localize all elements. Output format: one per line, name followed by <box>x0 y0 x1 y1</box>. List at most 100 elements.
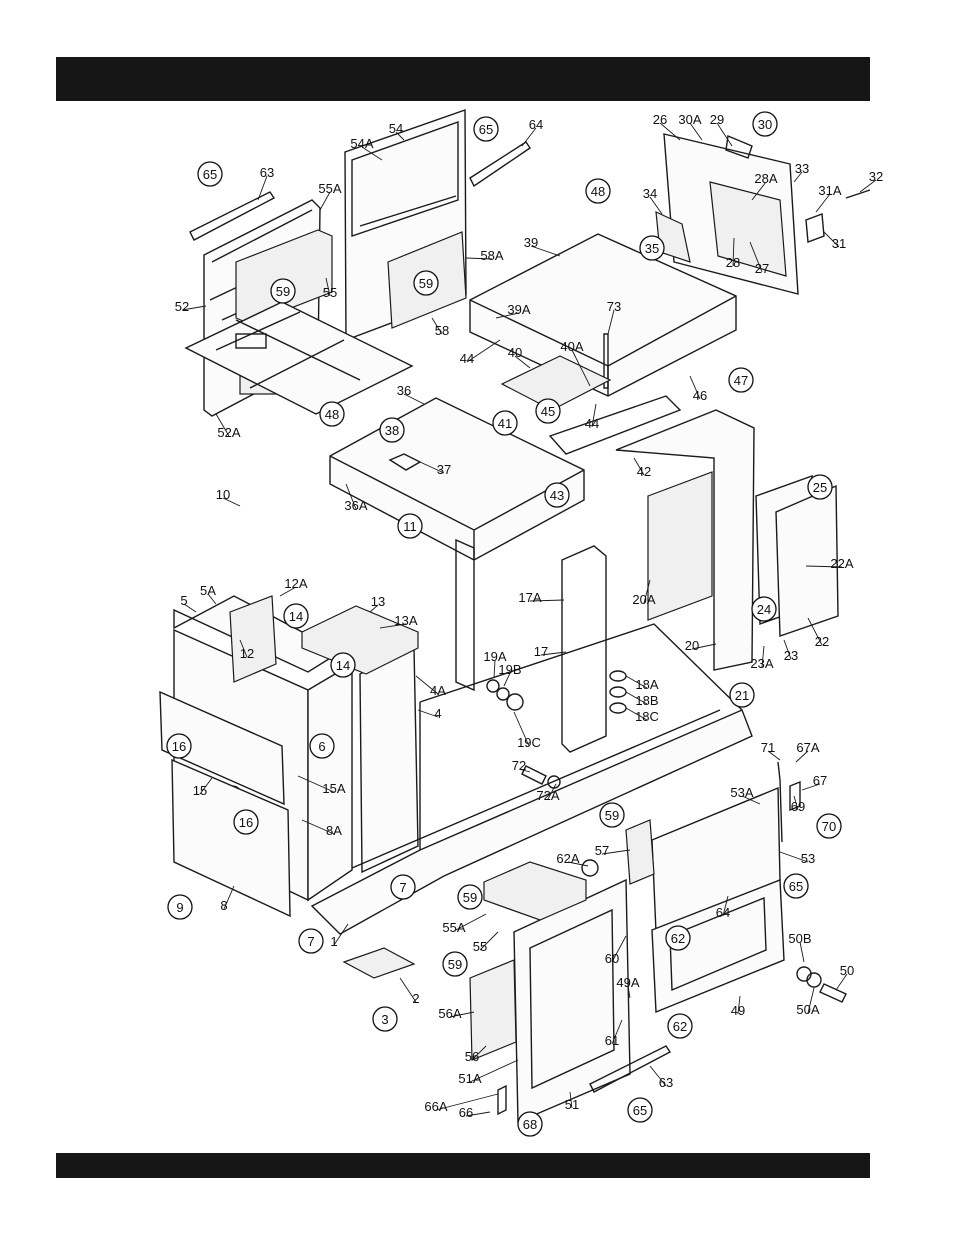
callout-23A: 23A <box>750 656 773 671</box>
callout-number: 19B <box>498 662 521 677</box>
leader-c54 <box>395 131 405 141</box>
leader-c72 <box>518 768 531 773</box>
callout-circle <box>639 235 665 261</box>
callout-number: 54A <box>350 136 373 151</box>
callout-number: 2 <box>412 991 419 1006</box>
callout-62: 62 <box>665 925 691 951</box>
callout-number: 57 <box>595 843 609 858</box>
callout-number: 65 <box>789 879 803 894</box>
callout-24: 24 <box>751 596 777 622</box>
callout-2: 2 <box>412 991 419 1006</box>
callout-number: 35 <box>645 241 659 256</box>
callout-circle <box>783 873 809 899</box>
callout-13: 13 <box>371 594 385 609</box>
callout-23: 23 <box>784 648 798 663</box>
leader-c67A <box>795 750 809 763</box>
callout-number: 53A <box>730 785 753 800</box>
callout-11: 11 <box>397 513 423 539</box>
leader-c29 <box>716 122 733 147</box>
callout-circle <box>390 874 416 900</box>
callout-30: 30 <box>752 111 778 137</box>
panel-25 <box>775 484 839 637</box>
callout-number: 58 <box>435 323 449 338</box>
callout-59: 59 <box>599 802 625 828</box>
callout-number: 64 <box>716 905 730 920</box>
callout-52: 52 <box>175 299 189 314</box>
callout-number: 70 <box>822 819 836 834</box>
callout-number: 7 <box>399 880 406 895</box>
callout-26: 26 <box>653 112 667 127</box>
leader-c19C <box>513 711 530 747</box>
leader-c61 <box>611 1019 623 1045</box>
callout-number: 28A <box>754 171 777 186</box>
callout-circle <box>457 884 483 910</box>
callout-number: 39A <box>507 302 530 317</box>
leader-c64b <box>722 895 729 917</box>
callout-number: 69 <box>791 799 805 814</box>
callout-63: 63 <box>659 1075 673 1090</box>
leader-c42 <box>633 457 645 476</box>
callout-15: 15 <box>193 783 207 798</box>
callout-number: 55 <box>473 939 487 954</box>
callout-43: 43 <box>544 482 570 508</box>
rail-63 <box>189 191 276 241</box>
callout-68: 68 <box>517 1111 543 1137</box>
leader-c26 <box>659 122 681 141</box>
callout-number: 13A <box>394 613 417 628</box>
callout-22: 22 <box>815 634 829 649</box>
callout-number: 58A <box>480 248 503 263</box>
leader-c20 <box>691 643 717 650</box>
callout-31: 31 <box>832 236 846 251</box>
callout-number: 68 <box>523 1117 537 1132</box>
callout-19C: 19C <box>517 735 541 750</box>
leader-c19A <box>493 659 496 679</box>
callout-56A: 56A <box>438 1006 461 1021</box>
leader-c15A <box>297 775 335 793</box>
callout-49: 49 <box>731 1003 745 1018</box>
callout-number: 20 <box>685 638 699 653</box>
callout-circle <box>442 951 468 977</box>
leader-c18A <box>625 675 648 689</box>
leader-c55b <box>479 931 499 951</box>
callout-number: 63 <box>659 1075 673 1090</box>
callout-47: 47 <box>728 367 754 393</box>
callout-53: 53 <box>801 851 815 866</box>
callout-circle <box>535 398 561 424</box>
leader-c40 <box>514 355 531 369</box>
callout-5: 5 <box>180 593 187 608</box>
callout-65: 65 <box>627 1097 653 1123</box>
callout-circle <box>728 367 754 393</box>
callout-number: 71 <box>761 740 775 755</box>
panel-51 <box>513 878 631 1124</box>
leader-c34 <box>649 196 663 215</box>
leader-c18B <box>625 691 648 705</box>
callout-19B: 19B <box>498 662 521 677</box>
leader-c20A <box>643 579 651 604</box>
leader-c69 <box>793 795 799 811</box>
callout-number: 23A <box>750 656 773 671</box>
callout-50: 50 <box>840 963 854 978</box>
leader-c30A <box>689 122 703 141</box>
callout-circle <box>298 928 324 954</box>
leader-c19B <box>503 672 511 687</box>
callout-number: 5 <box>180 593 187 608</box>
callout-10: 10 <box>216 487 230 502</box>
callout-number: 62 <box>673 1019 687 1034</box>
callout-7: 7 <box>390 874 416 900</box>
callout-33: 33 <box>795 161 809 176</box>
leader-c10 <box>222 497 241 507</box>
callout-circle <box>752 111 778 137</box>
callout-62A: 62A <box>556 851 579 866</box>
leader-c17 <box>540 651 567 656</box>
leader-c64a <box>521 127 537 147</box>
callout-number: 63 <box>260 165 274 180</box>
leader-c8A <box>301 819 335 835</box>
callout-circle <box>397 513 423 539</box>
leader-c39 <box>530 245 561 257</box>
callout-54: 54 <box>389 121 403 136</box>
callout-circle <box>197 161 223 187</box>
callout-number: 66A <box>424 1099 447 1114</box>
callout-number: 52 <box>175 299 189 314</box>
callout-18A: 18A <box>635 677 658 692</box>
leader-c72A <box>547 783 557 800</box>
